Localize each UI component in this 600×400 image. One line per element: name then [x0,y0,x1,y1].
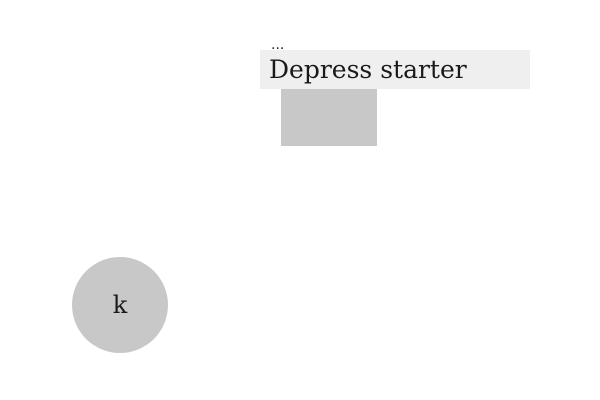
target-block[interactable] [281,89,377,146]
instruction-banner: Depress starter [260,50,530,89]
instruction-text: Depress starter [269,55,467,84]
circle-button-label: k [112,291,128,319]
circle-button-k[interactable]: k [72,257,168,353]
truncated-marker: ... [271,40,285,50]
